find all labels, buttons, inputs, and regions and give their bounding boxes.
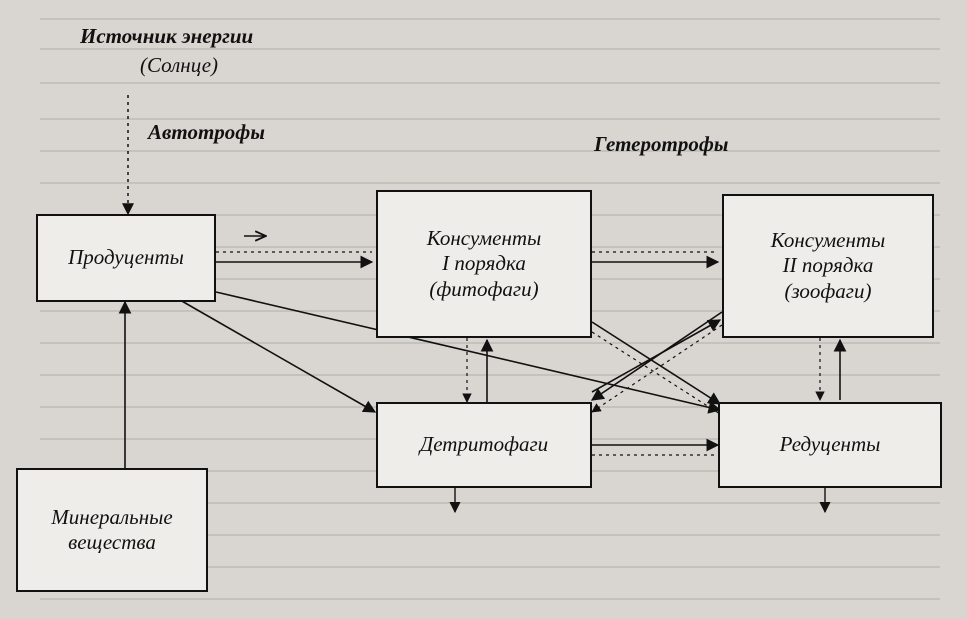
producers-label: Продуценты [68, 245, 184, 270]
producers-box: Продуценты [36, 214, 216, 302]
consumers1-line1: Консументы [426, 226, 542, 251]
minerals-line1: Минеральные [51, 504, 173, 529]
consumers1-line2: I порядка [442, 251, 526, 276]
dashed-consumers2-detritophages [591, 324, 723, 413]
consumers1-line3: (фитофаги) [429, 276, 539, 301]
consumers2-line2: II порядка [782, 253, 874, 278]
consumers2-line3: (зоофаги) [784, 278, 872, 303]
detritophages-label: Детритофаги [419, 432, 549, 457]
consumers2-box: Консументы II порядка (зоофаги) [722, 194, 934, 338]
energy-source-sub-label: (Солнце) [140, 53, 218, 78]
reducers-label: Редуценты [779, 432, 881, 457]
arrow-consumers1-reducers [591, 321, 722, 405]
consumers1-box: Консументы I порядка (фитофаги) [376, 190, 592, 338]
arrow-producers-detritophages [179, 299, 377, 413]
detritophages-box: Детритофаги [376, 402, 592, 488]
energy-source-line1: Источник энергии [80, 24, 254, 48]
minerals-line2: вещества [68, 530, 156, 554]
minerals-box: Минеральные вещества [16, 468, 208, 592]
heterotrophs-label: Гетеротрофы [594, 132, 729, 156]
energy-source-label: Источник энергии [80, 24, 253, 49]
reducers-box: Редуценты [718, 402, 942, 488]
arrow-producers-reducers [215, 291, 722, 414]
consumers2-line1: Консументы [770, 228, 886, 253]
autotrophs-label: Автотрофы [148, 120, 265, 144]
dashed-consumers1-reducers [591, 331, 721, 415]
energy-source-line2: (Солнце) [140, 53, 219, 77]
arrow-detritophages-consumers2 [591, 319, 722, 393]
